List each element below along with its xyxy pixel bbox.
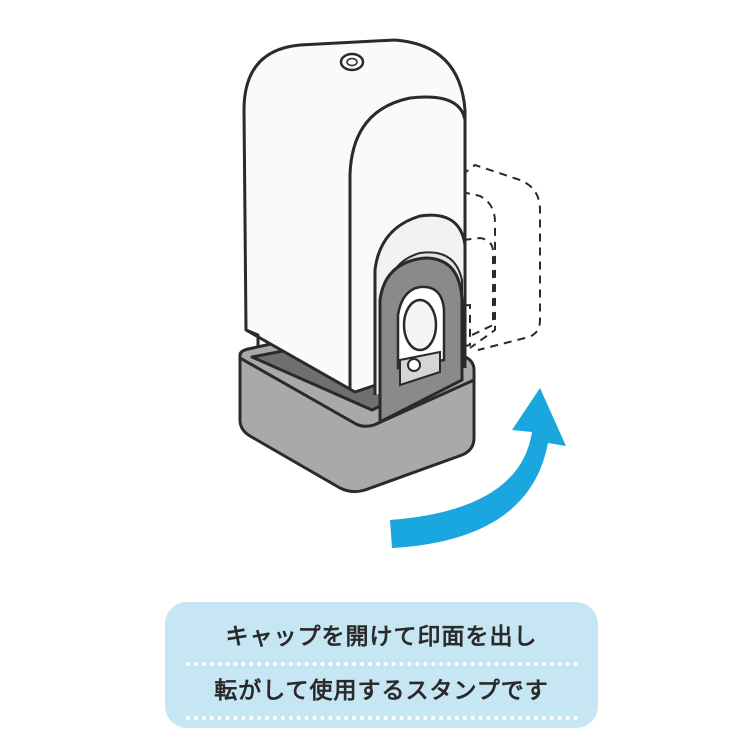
rotate-arrow — [390, 388, 566, 548]
stamp-roller-window — [373, 213, 467, 425]
caption-line-2: 転がして使用するスタンプです — [214, 678, 549, 704]
stamp-illustration — [238, 38, 566, 548]
caption-box: キャップを開けて印面を出し 転がして使用するスタンプです — [165, 602, 598, 728]
dotted-divider — [185, 716, 578, 720]
caption-line-1: キャップを開けて印面を出し — [225, 624, 538, 650]
stamp-top-hole — [339, 52, 365, 72]
dotted-divider — [185, 662, 578, 666]
